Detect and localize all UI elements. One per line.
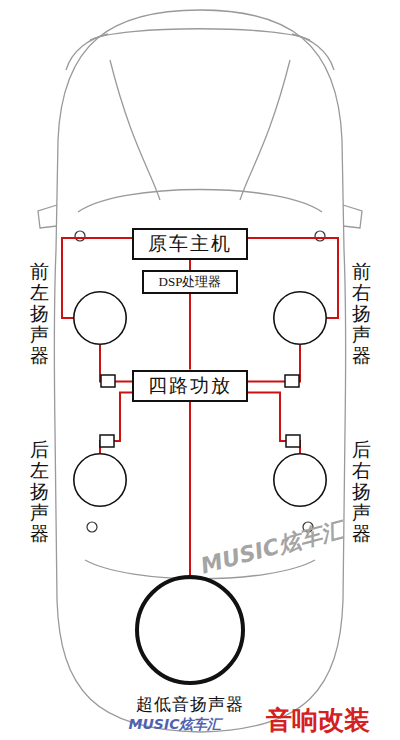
speaker-cone xyxy=(137,577,243,683)
speaker-cone xyxy=(74,454,126,506)
speaker-circle: 后右扬声器 xyxy=(273,453,327,507)
tweeter xyxy=(75,231,85,241)
speaker-outline xyxy=(73,291,127,345)
box-label: DSP处理器 xyxy=(159,273,222,291)
speaker-label: 前左扬声器 xyxy=(30,262,49,366)
watermark: MUSIC炫车汇 xyxy=(198,515,347,582)
hood-crease xyxy=(110,60,290,200)
crossover-block xyxy=(100,435,114,447)
speaker-wire xyxy=(100,393,132,454)
speaker-wire xyxy=(248,238,338,318)
speaker-circle: 前右扬声器 xyxy=(273,291,327,345)
windshield xyxy=(78,190,322,213)
speaker-wire xyxy=(189,294,191,370)
speaker-circle: 超低音扬声器 xyxy=(135,575,245,685)
speaker-outline xyxy=(273,291,327,345)
speaker-outline xyxy=(73,453,127,507)
component-box: 四路功放 xyxy=(132,370,248,402)
speaker-outline xyxy=(273,453,327,507)
speaker-label: 前右扬声器 xyxy=(352,262,371,366)
crossover-block xyxy=(285,375,299,387)
speaker-label: 后左扬声器 xyxy=(30,440,49,544)
speaker-circle: 后左扬声器 xyxy=(73,453,127,507)
headlight xyxy=(66,34,334,70)
watermark: MUSIC炫车汇 xyxy=(129,716,222,734)
component-box: DSP处理器 xyxy=(142,270,238,294)
speaker-wire xyxy=(189,402,191,576)
speaker-wire xyxy=(189,260,191,270)
crossover-block xyxy=(101,375,115,387)
box-label: 四路功放 xyxy=(148,373,232,399)
hood-line xyxy=(90,29,310,40)
car-body xyxy=(54,10,345,732)
speaker-cone xyxy=(274,292,326,344)
tweeter xyxy=(315,231,325,241)
box-label: 原车主机 xyxy=(148,231,232,257)
mirror xyxy=(38,205,57,228)
component-box: 原车主机 xyxy=(132,228,248,260)
crossover-block xyxy=(286,435,300,447)
speaker-circle: 前左扬声器 xyxy=(73,291,127,345)
speaker-cone xyxy=(274,454,326,506)
watermark: 音响改装 xyxy=(266,703,370,738)
mirror xyxy=(343,205,362,228)
tweeter xyxy=(87,522,97,532)
speaker-label: 后右扬声器 xyxy=(352,440,371,544)
speaker-outline xyxy=(135,575,245,685)
speaker-label: 超低音扬声器 xyxy=(136,693,244,716)
speaker-wire xyxy=(62,238,132,318)
speaker-wire xyxy=(248,393,300,454)
speaker-cone xyxy=(74,292,126,344)
